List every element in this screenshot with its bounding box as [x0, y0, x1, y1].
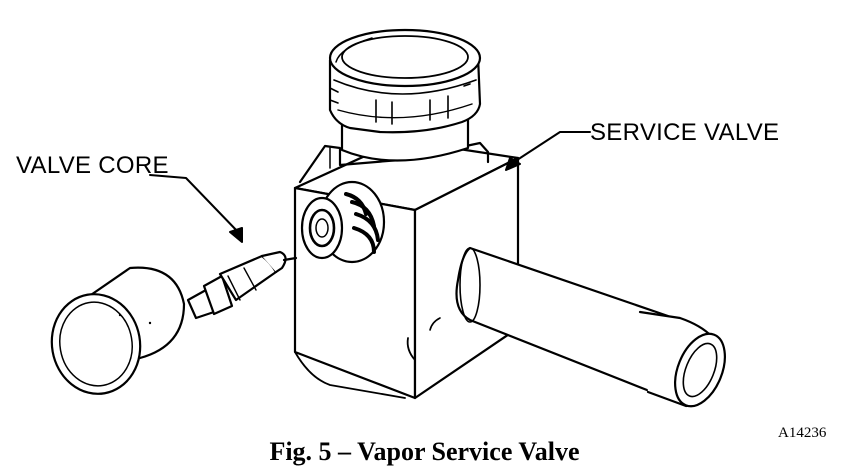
- service-valve-leader: [513, 131, 591, 163]
- leader-lines: [149, 131, 591, 243]
- hex-cap: [328, 28, 482, 162]
- service-port: [300, 180, 386, 264]
- service-valve-arrowhead: [505, 157, 521, 171]
- valve-core-leader: [149, 174, 241, 235]
- loose-cap: [50, 266, 186, 395]
- valve-core-label: VALVE CORE: [16, 152, 169, 179]
- figure-caption: Fig. 5 – Vapor Service Valve: [269, 437, 580, 466]
- service-valve-label: SERVICE VALVE: [590, 119, 780, 146]
- side-tube: [455, 246, 726, 408]
- figure-id: A14236: [778, 425, 827, 441]
- valve-core-arrowhead: [229, 227, 243, 243]
- valve-core: [186, 250, 298, 320]
